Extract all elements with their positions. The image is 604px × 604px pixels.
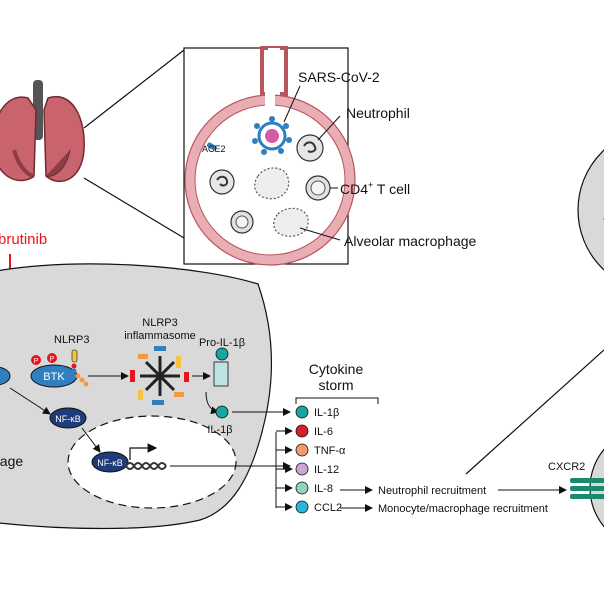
nucleus — [67, 415, 237, 509]
phospho-icon-1 — [31, 355, 41, 365]
cytokine-dot — [295, 500, 309, 514]
cxcr2-receptor-icon — [570, 478, 604, 499]
label-monocyte-recruitment: Monocyte/macrophage recruitment — [378, 503, 548, 515]
ace2-receptor-icon — [206, 142, 217, 151]
callout-sars — [283, 85, 301, 123]
cytokine-label: TNF-α — [314, 445, 346, 457]
dna-icon — [125, 462, 167, 470]
sars-cov-2-icon — [252, 116, 292, 155]
cytokine-dot — [295, 405, 309, 419]
receptor-icon — [0, 366, 11, 386]
transcription-arrow — [129, 443, 158, 460]
label-drug: brutinib — [0, 231, 47, 248]
label-il1b-cell: IL-1β — [207, 424, 232, 436]
neutrophil-icon — [296, 134, 324, 162]
cytokine-label: IL-8 — [314, 483, 333, 495]
cytokine-dot — [295, 481, 309, 495]
cd4-t-cell-icon-2 — [230, 210, 254, 234]
label-neutrophil-recruitment: Neutrophil recruitment — [378, 485, 486, 497]
callout-alveolar — [299, 227, 341, 241]
label-inflammasome-1: NLRP3 — [142, 317, 177, 329]
label-btk: BTK — [43, 371, 65, 383]
cytokine-label: IL-12 — [314, 464, 339, 476]
label-alveolar-macrophage: Alveolar macrophage — [344, 233, 477, 249]
label-storm-2: storm — [319, 377, 354, 393]
cytokine-label: IL-6 — [314, 426, 333, 438]
label-macrophage: hage — [0, 453, 23, 469]
label-storm-1: Cytokine — [309, 361, 364, 377]
storm-bracket — [295, 397, 379, 404]
nlrp3-icon — [71, 349, 89, 387]
label-nfkb: NF-κB — [55, 414, 81, 424]
label-cd4: CD4+ T cell — [340, 180, 410, 197]
label-sars: SARS-CoV-2 — [298, 69, 380, 85]
label-ace2: ACE2 — [202, 144, 226, 154]
label-inflammasome-2: inflammasome — [124, 330, 196, 342]
alveolar-macrophage-icon — [254, 167, 290, 200]
cytokine-label: CCL2 — [314, 502, 342, 514]
arrow-nfkb-nucleus — [81, 427, 101, 453]
label-nfkb-nuclear: NF-κB — [97, 458, 123, 468]
cytokine-dot — [295, 424, 309, 438]
inflammasome-icon — [130, 346, 189, 405]
label-p2: P — [50, 356, 55, 363]
right-cell-top — [577, 149, 604, 271]
lungs-icon — [0, 80, 85, 183]
nfkb-nuclear-icon — [91, 451, 129, 473]
label-p1: P — [34, 358, 39, 365]
arrow-receptor-nfkb — [9, 387, 51, 415]
zoom-line-right — [465, 349, 604, 475]
phospho-icon-2 — [47, 353, 57, 363]
label-nlrp3: NLRP3 — [54, 334, 89, 346]
il1b-icon — [215, 405, 229, 419]
nfkb-icon — [49, 407, 87, 429]
label-cxcr2: CXCR2 — [548, 461, 585, 473]
pro-il1b-icon — [213, 347, 229, 387]
cd4-t-cell-icon — [305, 175, 331, 201]
cytokine-dot — [295, 443, 309, 457]
label-neutrophil: Neutrophil — [346, 105, 410, 121]
zoom-line-bottom — [83, 177, 185, 239]
zoom-line-top — [83, 49, 185, 129]
alveolar-macrophage-icon-2 — [273, 207, 309, 237]
label-pro-il1b: Pro-IL-1β — [199, 337, 245, 349]
cytokine-dot — [295, 462, 309, 476]
callout-neutrophil — [317, 115, 341, 141]
cytokine-label: IL-1β — [314, 407, 339, 419]
neutrophil-icon-2 — [209, 169, 235, 195]
